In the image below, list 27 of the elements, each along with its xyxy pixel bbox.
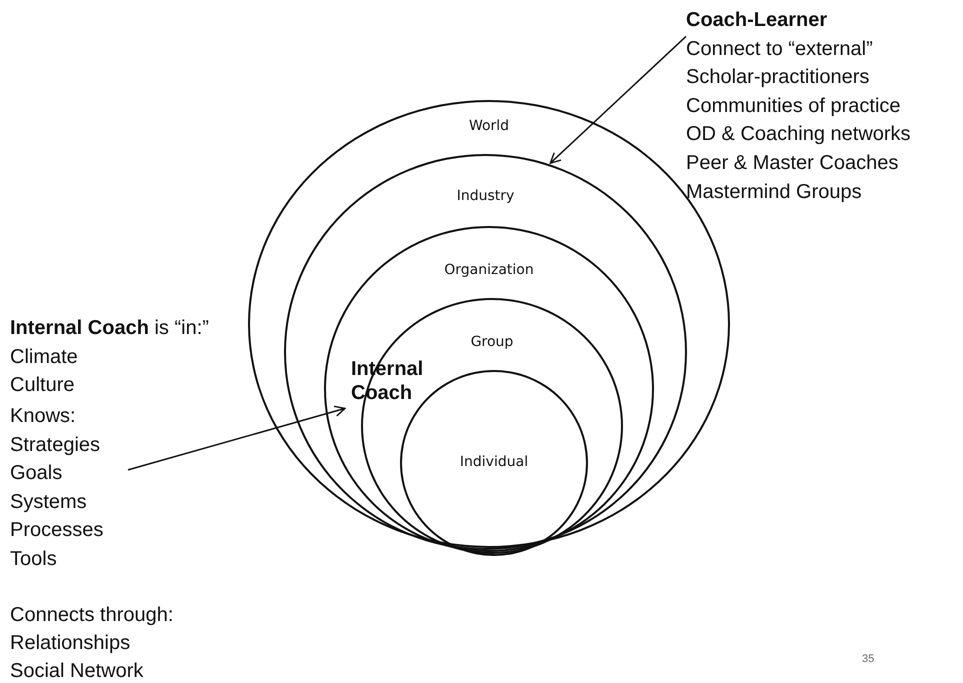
list-item: Scholar-practitioners [686,65,870,90]
page-number: 35 [862,652,874,666]
arrow [128,406,346,471]
circle-label: Group [470,333,514,352]
arrow [550,36,687,164]
heading-text: Internal Coach is “in:” [10,316,209,341]
list-item: Processes [10,518,104,544]
circle-label: Organization [444,261,534,280]
circle-label: Individual [460,453,528,472]
list-item: Connects through: [10,603,174,628]
list-item: Goals [10,461,64,486]
heading-text: Coach-Learner [686,8,828,33]
list-item: Mastermind Groups [686,180,863,205]
list-item: Peer & Master Coaches [686,150,900,176]
circle-label: Industry [456,187,514,206]
heading-text: Knows: [10,404,77,429]
list-item: Strategies [10,432,102,458]
list-item: Systems [10,490,88,515]
list-item: Climate [10,345,78,370]
circle-label: World [468,117,510,136]
list-item: Tools [10,546,58,572]
list-item: Culture [10,373,74,398]
list-item: Communities of practice [686,94,902,119]
list-item: OD & Coaching networks [686,122,912,148]
list-item: Relationships [10,631,130,656]
list-item: Connect to “external” [686,36,874,62]
list-item: Social Network [10,659,144,683]
